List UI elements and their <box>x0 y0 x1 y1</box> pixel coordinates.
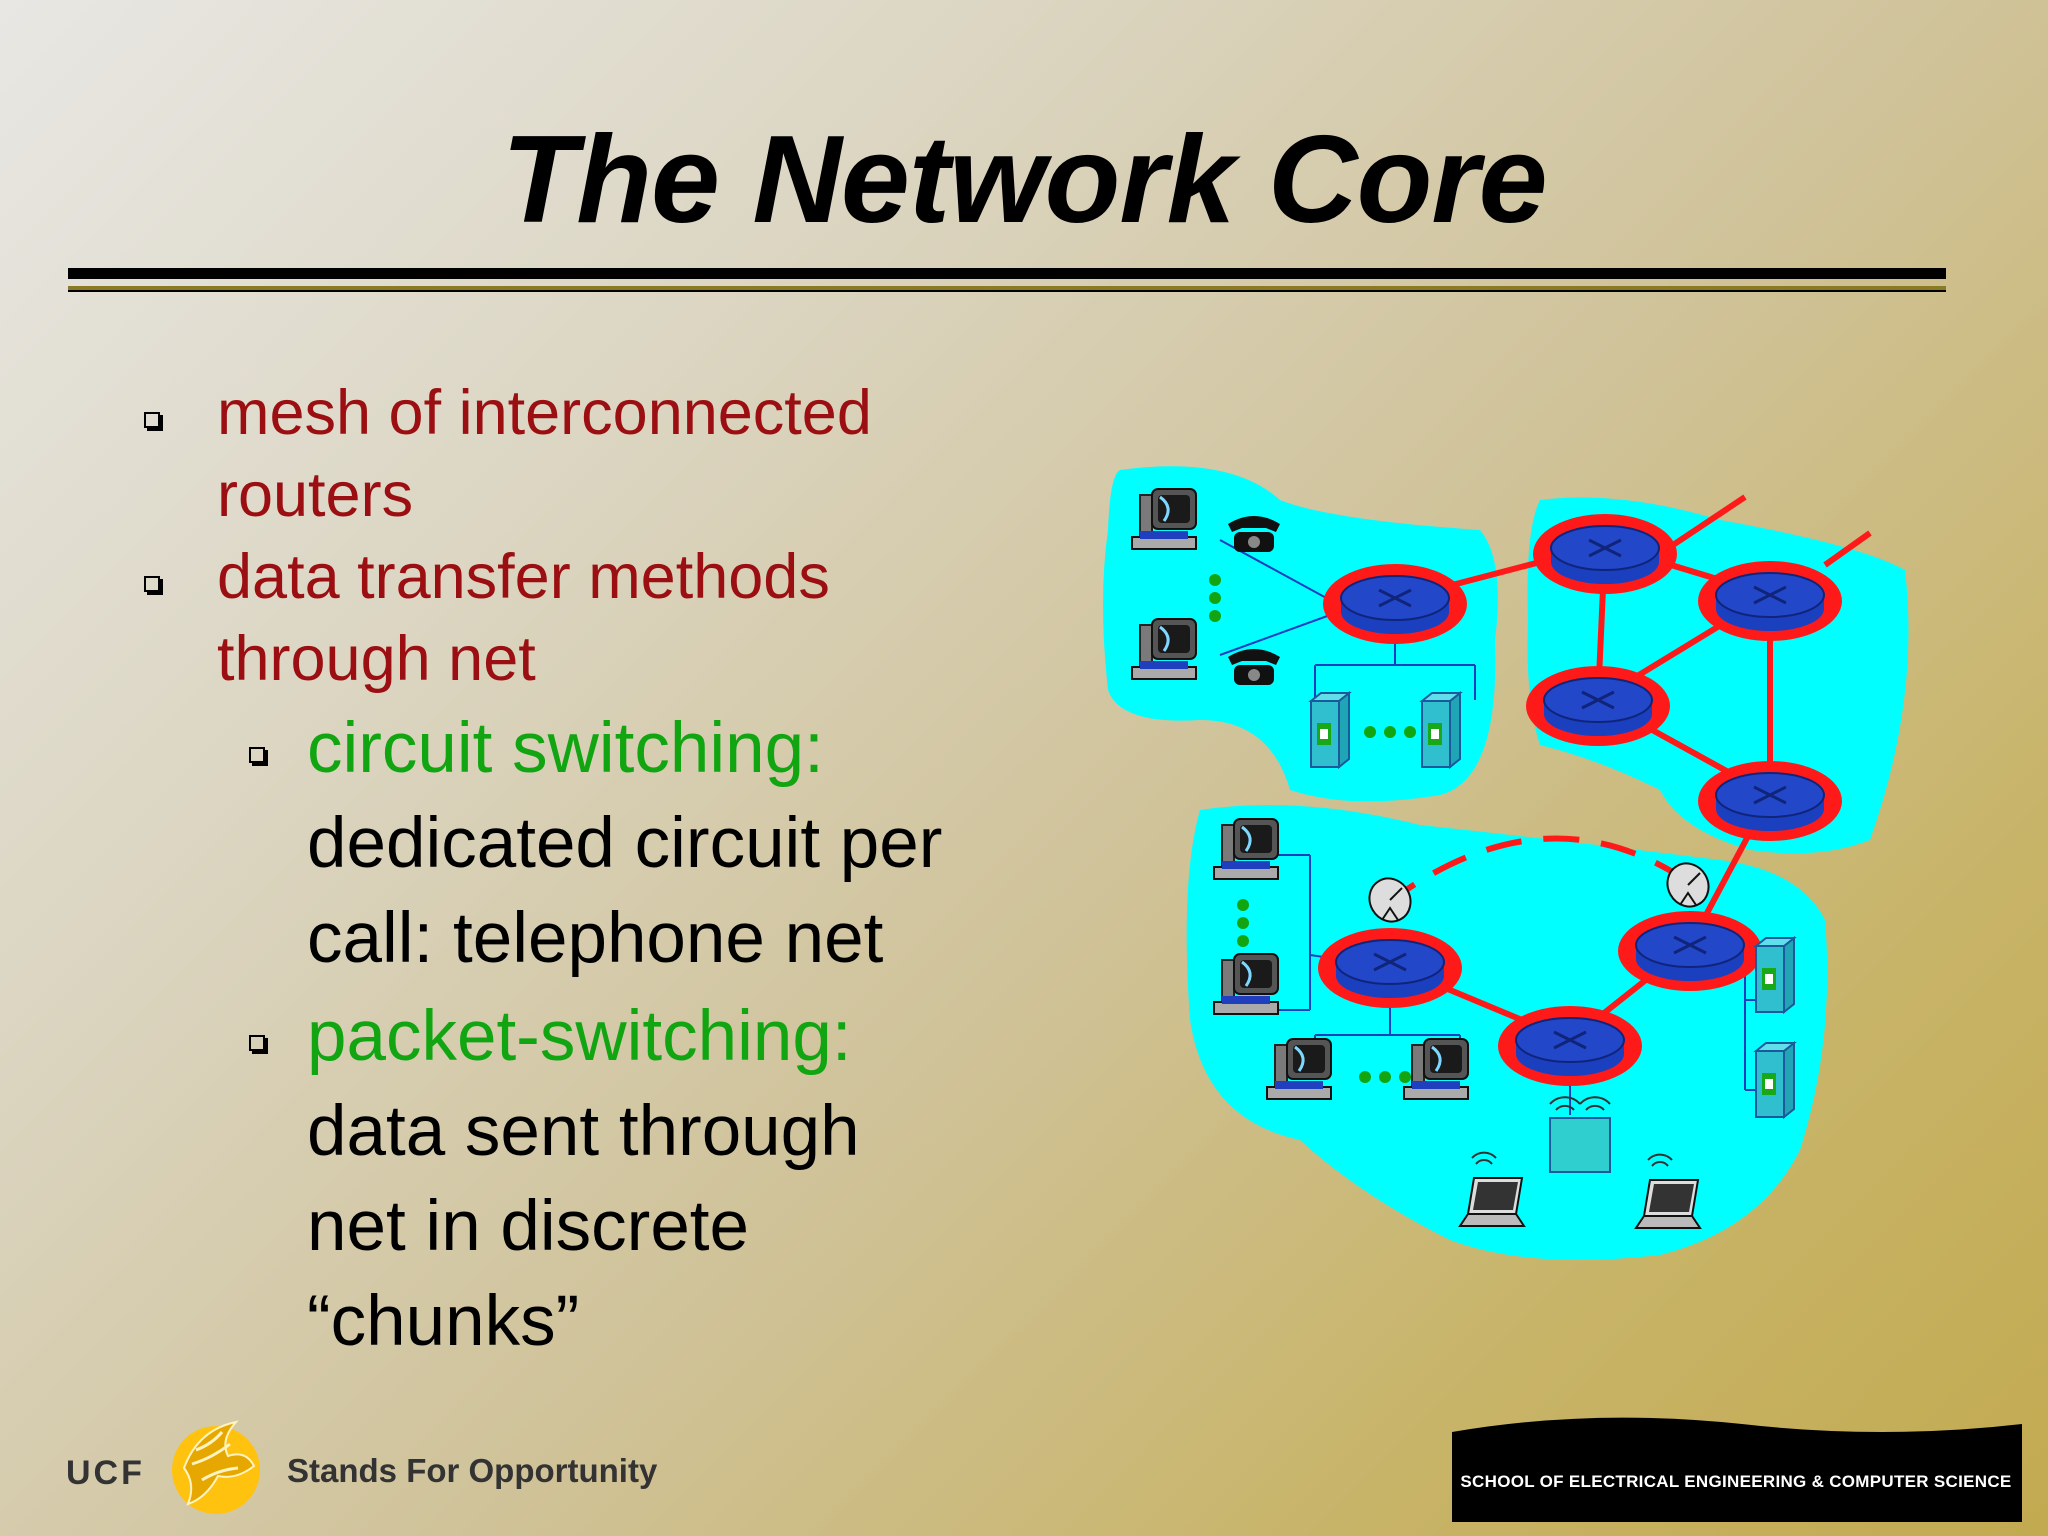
slide-title: The Network Core <box>501 111 1547 249</box>
desktop-computer-icon <box>1212 952 1280 1016</box>
footer-slogan: Stands For Opportunity <box>287 1452 658 1489</box>
sub-bullet-1-line-1: dedicated circuit per <box>307 804 943 883</box>
desktop-computer-icon <box>1402 1037 1470 1101</box>
server-icon <box>1755 937 1795 1013</box>
square-bullet-icon <box>249 747 265 763</box>
square-bullet-icon <box>144 576 160 592</box>
router-icon <box>1316 926 1464 1010</box>
sub-bullet-2-line-2: net in discrete <box>307 1187 750 1266</box>
bullet-2-line-2: through net <box>217 624 536 694</box>
telephone-icon <box>1228 516 1280 552</box>
network-core-diagram <box>1103 466 1909 1260</box>
router-icon <box>1321 562 1469 646</box>
title-rule-thin <box>68 290 1946 292</box>
desktop-computer-icon <box>1130 617 1198 681</box>
sub-bullet-2-line-3: “chunks” <box>307 1282 580 1361</box>
desktop-computer-icon <box>1265 1037 1333 1101</box>
title-rule-accent <box>68 286 1946 290</box>
bullet-1-line-1: mesh of interconnected <box>217 378 872 448</box>
school-banner <box>1452 1417 2022 1522</box>
title-rule <box>68 268 1946 279</box>
router-icon <box>1524 664 1672 748</box>
server-icon <box>1755 1042 1795 1118</box>
square-bullet-icon <box>249 1035 265 1051</box>
ucf-wordmark: UCF <box>66 1454 145 1492</box>
router-icon <box>1696 559 1844 643</box>
router-icon <box>1531 512 1679 596</box>
pegasus-logo-icon <box>172 1420 260 1514</box>
school-name: SCHOOL OF ELECTRICAL ENGINEERING & COMPU… <box>1460 1472 2012 1491</box>
router-icon <box>1696 759 1844 843</box>
bullet-1-line-2: routers <box>217 460 414 530</box>
wireless-access-point-icon <box>1549 1096 1611 1173</box>
bullet-2-line-1: data transfer methods <box>217 542 830 612</box>
sub-bullet-2-term: packet-switching: <box>307 997 852 1076</box>
square-bullet-icon <box>144 412 160 428</box>
router-icon <box>1616 909 1764 993</box>
telephone-icon <box>1228 649 1280 685</box>
desktop-computer-icon <box>1212 817 1280 881</box>
sub-bullet-1-term: circuit switching: <box>307 709 824 788</box>
sub-bullet-2-line-1: data sent through <box>307 1092 860 1171</box>
desktop-computer-icon <box>1130 487 1198 551</box>
access-network-cloud-top-left <box>1103 466 1498 802</box>
sub-bullet-1-line-2: call: telephone net <box>307 899 884 978</box>
server-icon <box>1421 692 1461 768</box>
server-icon <box>1310 692 1350 768</box>
router-icon <box>1496 1004 1644 1088</box>
